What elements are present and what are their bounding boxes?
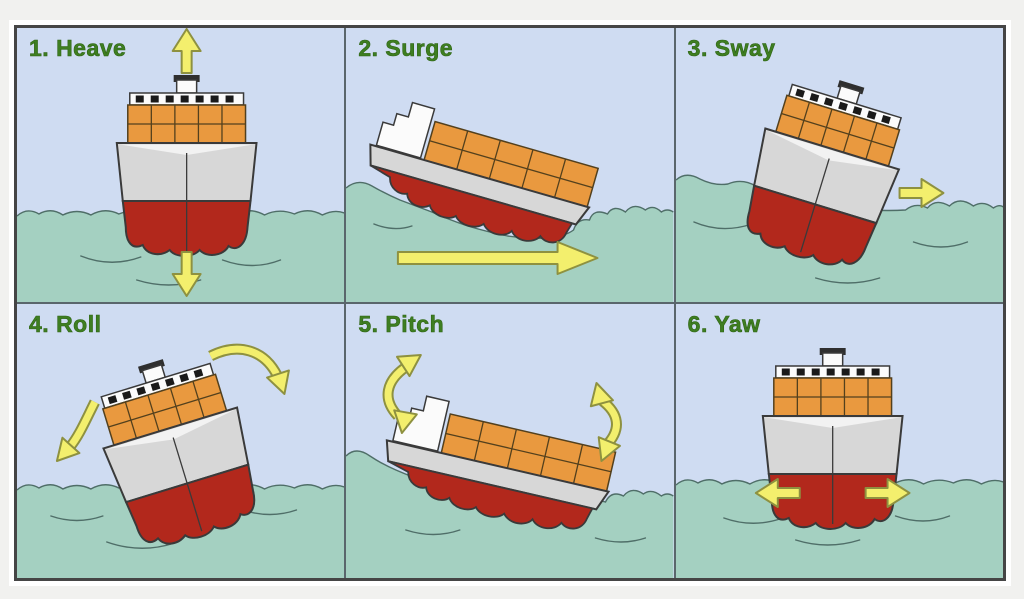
panel-pitch: 5. Pitch: [346, 304, 674, 578]
container-ship-front-icon: [761, 347, 904, 530]
panel-yaw: 6. Yaw: [675, 304, 1003, 578]
pitch-illustration: [346, 304, 674, 578]
roll-curved-arrow-left-icon: [47, 399, 100, 470]
panel-label-sway: 3. Sway: [687, 35, 776, 62]
panel-heave: 1. Heave: [17, 28, 345, 302]
roll-illustration: [17, 304, 345, 578]
panel-label-heave: 1. Heave: [29, 35, 127, 62]
sway-illustration: [675, 28, 1003, 302]
pitch-curved-double-arrow-left-icon: [382, 344, 429, 436]
panel-label-yaw: 6. Yaw: [687, 311, 761, 338]
ship-motions-diagram: 1. Heave 2. Surge 3. Sway: [14, 25, 1006, 581]
wave-lines: [373, 223, 413, 230]
surge-illustration: [346, 28, 674, 302]
panel-label-surge: 2. Surge: [358, 35, 454, 62]
panel-surge: 2. Surge: [346, 28, 674, 302]
yaw-illustration: [675, 304, 1003, 578]
panel-roll: 4. Roll: [17, 304, 345, 578]
panel-sway: 3. Sway: [675, 28, 1003, 302]
surge-long-right-arrow-icon: [397, 241, 599, 275]
roll-curved-arrow-right-icon: [208, 343, 297, 399]
pitch-curved-double-arrow-right-icon: [584, 379, 623, 467]
wave-lines: [722, 515, 950, 546]
panel-label-pitch: 5. Pitch: [358, 311, 445, 338]
heave-illustration: [17, 28, 345, 302]
wave-lines: [405, 529, 647, 543]
water: [675, 479, 1003, 578]
water: [346, 182, 674, 302]
container-ship-front-icon: [115, 74, 258, 257]
panel-label-roll: 4. Roll: [29, 311, 102, 338]
